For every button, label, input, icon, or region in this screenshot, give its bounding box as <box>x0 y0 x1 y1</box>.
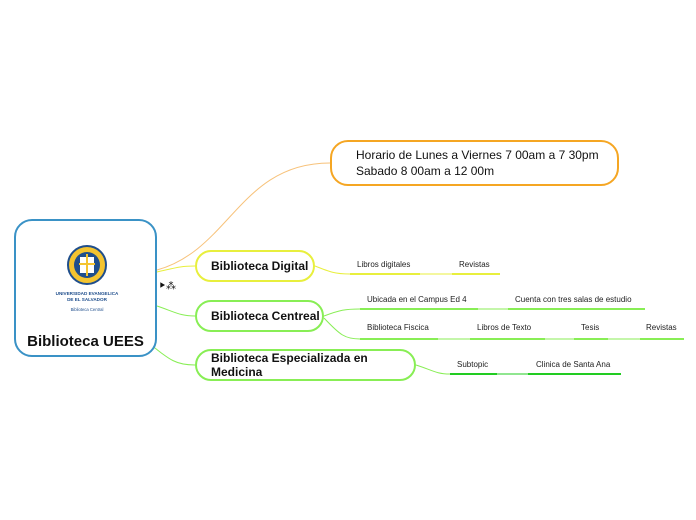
subtopic-ubicada[interactable]: Ubicada en el Campus Ed 4 <box>367 295 467 304</box>
logo-text-1: UNIVERSIDAD EVANGELICA <box>56 291 119 296</box>
collapse-icon[interactable]: ⯈⁂ <box>158 281 176 292</box>
link-central-centreal <box>156 305 196 317</box>
subtopic-libros-digitales[interactable]: Libros digitales <box>357 260 411 269</box>
central-title: Biblioteca UEES <box>27 333 144 350</box>
subtopic-revistas-digital[interactable]: Revistas <box>459 260 490 269</box>
topic-biblioteca-centreal[interactable]: Biblioteca Centreal <box>195 300 324 332</box>
subtopic-fisica[interactable]: Biblioteca Fiscica <box>367 323 429 332</box>
hours-line-2: Sabado 8 00am a 12 00m <box>356 164 495 178</box>
link-centreal-ubicada <box>323 308 361 317</box>
topic-biblioteca-digital[interactable]: Biblioteca Digital <box>195 250 315 282</box>
subtopic-tesis[interactable]: Tesis <box>581 323 600 332</box>
subtopic-subtopic[interactable]: Subtopic <box>457 360 489 369</box>
central-node[interactable]: UNIVERSIDAD EVANGELICA DE EL SALVADOR Bi… <box>14 219 157 357</box>
link-central-digital <box>156 265 196 273</box>
university-logo: UNIVERSIDAD EVANGELICA DE EL SALVADOR Bi… <box>56 245 119 312</box>
subtopic-clinica[interactable]: Clinica de Santa Ana <box>536 360 611 369</box>
logo-text-3: Biblioteca Central <box>71 307 104 312</box>
link-digital-libros <box>314 265 351 275</box>
link-medicina-subtopic <box>415 364 451 375</box>
link-centreal-fisica <box>323 317 361 340</box>
subtopic-cuenta[interactable]: Cuenta con tres salas de estudio <box>515 295 632 304</box>
logo-text-2: DE EL SALVADOR <box>67 297 107 302</box>
subtopic-revistas-central[interactable]: Revistas <box>646 323 677 332</box>
hours-node[interactable]: Horario de Lunes a Viernes 7 00am a 7 30… <box>330 140 619 186</box>
subtopic-libros-texto[interactable]: Libros de Texto <box>477 323 532 332</box>
topic-biblioteca-medicina[interactable]: Biblioteca Especializada en Medicina <box>195 349 416 381</box>
hours-line-1: Horario de Lunes a Viernes 7 00am a 7 30… <box>356 148 599 162</box>
